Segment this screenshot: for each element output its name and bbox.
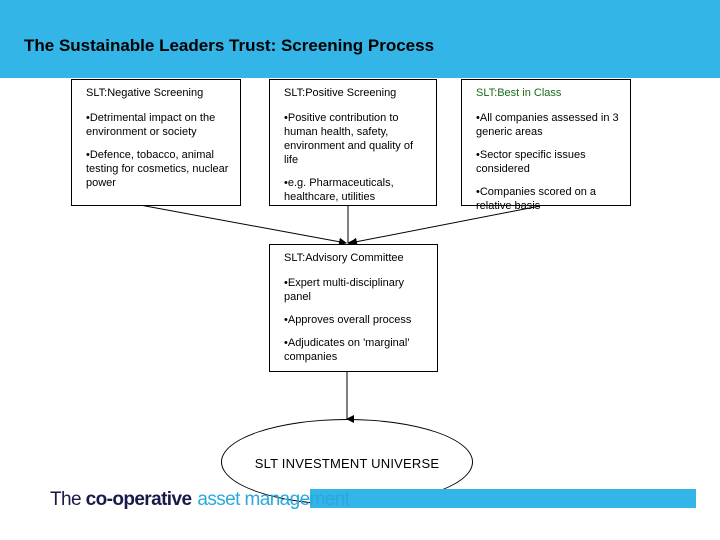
page-title: The Sustainable Leaders Trust: Screening… <box>24 36 435 55</box>
logo-part-the: The <box>50 489 86 510</box>
best-in-class-box: SLT:Best in Class •All companies assesse… <box>461 79 631 212</box>
negative-bullet: •Defence, tobacco, animal testing for co… <box>86 149 229 189</box>
advisory-bullet: •Approves overall process <box>284 314 412 326</box>
investment-universe-label: SLT INVESTMENT UNIVERSE <box>254 455 440 471</box>
negative-screening-box: SLT:Negative Screening •Detrimental impa… <box>71 79 241 206</box>
connector-best <box>349 205 541 246</box>
positive-screening-heading: SLT:Positive Screening <box>284 87 397 99</box>
best-bullet: •Sector specific issues considered <box>476 149 586 175</box>
negative-bullet: •Detrimental impact on the environment o… <box>86 112 216 138</box>
connector-negative <box>139 204 347 246</box>
logo-part-asset-management: asset management <box>197 489 350 510</box>
advisory-bullet: •Expert multi-disciplinary panel <box>284 277 404 303</box>
advisory-committee-box: SLT:Advisory Committee •Expert multi-dis… <box>269 244 438 372</box>
positive-bullet: •e.g. Pharmaceuticals, healthcare, utili… <box>284 177 394 203</box>
best-bullet: •Companies scored on a relative basis <box>476 186 597 212</box>
positive-bullet: •Positive contribution to human health, … <box>284 112 414 166</box>
best-bullet: •All companies assessed in 3 generic are… <box>476 112 619 138</box>
advisory-bullet: •Adjudicates on 'marginal' companies <box>284 337 410 363</box>
title-bar: The Sustainable Leaders Trust: Screening… <box>0 0 720 78</box>
footer-accent-bar <box>310 489 696 508</box>
advisory-committee-heading: SLT:Advisory Committee <box>284 252 404 264</box>
logo-part-cooperative: co-operative <box>85 489 192 510</box>
best-in-class-heading: SLT:Best in Class <box>476 87 562 99</box>
positive-screening-box: SLT:Positive Screening •Positive contrib… <box>269 79 437 206</box>
negative-screening-heading: SLT:Negative Screening <box>86 87 204 99</box>
